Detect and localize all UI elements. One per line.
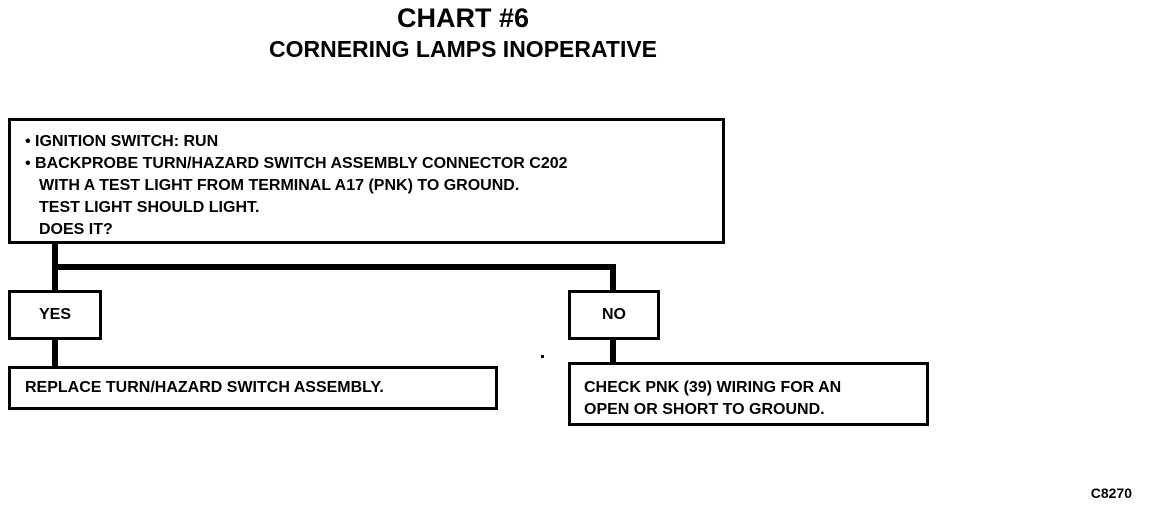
no-result-box: CHECK PNK (39) WIRING FOR AN OPEN OR SHO… <box>568 362 929 426</box>
test-step-box: • IGNITION SWITCH: RUN • BACKPROBE TURN/… <box>8 118 725 244</box>
no-branch-box: NO <box>568 290 660 340</box>
connector-main-down <box>52 244 58 268</box>
no-result-line-1: CHECK PNK (39) WIRING FOR AN <box>584 379 842 396</box>
step-line-question: DOES IT? <box>39 221 113 238</box>
connector-yes-result <box>52 340 58 367</box>
connector-no-down <box>610 266 616 291</box>
no-result-line-2: OPEN OR SHORT TO GROUND. <box>584 401 825 418</box>
stray-dot <box>541 355 544 358</box>
step-line-backprobe: • BACKPROBE TURN/HAZARD SWITCH ASSEMBLY … <box>25 155 568 172</box>
connector-no-result <box>610 340 616 363</box>
figure-code: C8270 <box>1090 485 1132 501</box>
step-line-ignition: • IGNITION SWITCH: RUN <box>25 133 219 150</box>
step-line-should-light: TEST LIGHT SHOULD LIGHT. <box>39 199 260 216</box>
chart-title: CHART #6 <box>396 3 530 33</box>
connector-yes-down <box>52 266 58 291</box>
yes-branch-box: YES <box>8 290 102 340</box>
chart-subtitle: CORNERING LAMPS INOPERATIVE <box>268 36 658 62</box>
connector-branch-horizontal <box>52 264 616 270</box>
yes-result-box: REPLACE TURN/HAZARD SWITCH ASSEMBLY. <box>8 366 498 410</box>
step-line-test-light: WITH A TEST LIGHT FROM TERMINAL A17 (PNK… <box>39 177 520 194</box>
